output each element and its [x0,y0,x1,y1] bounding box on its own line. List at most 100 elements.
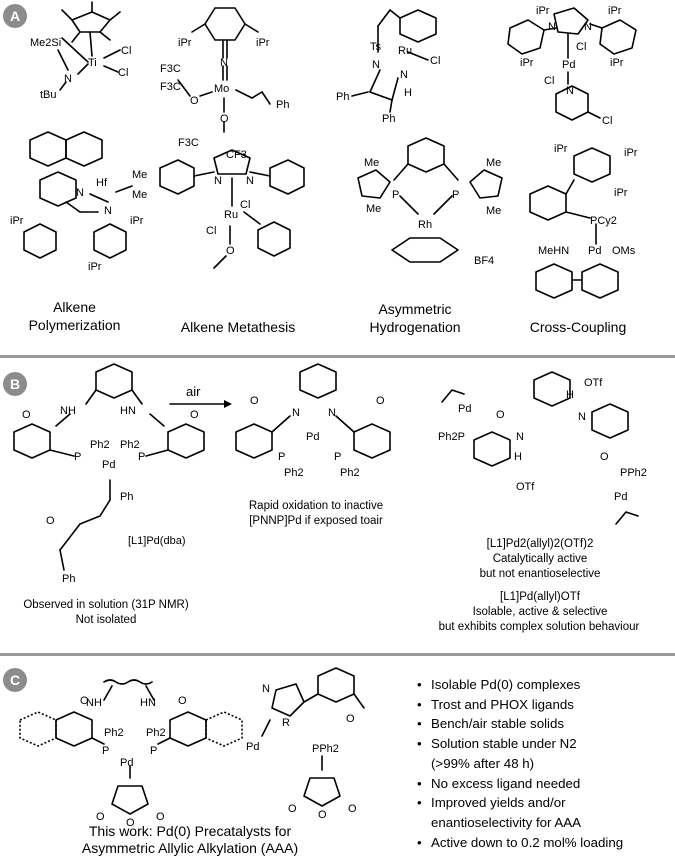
feature-item: No excess ligand needed [417,774,623,794]
hf-label-4: Me [132,189,147,201]
ru1-label-3: Ru [398,45,412,57]
ru1-label-4: Cl [430,55,440,67]
b3-label-2: Ph2P [438,431,465,443]
feature-item: Active down to 0.2 mol% loading [417,833,623,853]
mo-label-1: iPr [178,37,192,49]
rh-label-4: P [452,189,459,201]
b2-label-2: N [328,407,336,419]
allyl-caption-6: but exhibits complex solution behaviour [438,621,640,633]
trost-pd-structure [19,679,243,815]
ru2-label-6: O [226,245,235,257]
feature-item: Trost and PHOX ligands [417,695,623,715]
panel-b-badge: B [3,372,27,396]
b1-label-9: P [138,451,145,463]
dba-caption-2: Not isolated [75,614,137,626]
b3-label-4: N [516,431,524,443]
ru2-label-5: Cl [206,225,216,237]
rh-label-3: P [392,189,399,201]
panel-a-badge: A [3,4,27,28]
l1-pd-dba-structure [13,363,205,571]
pd2-label-1: iPr [554,143,568,155]
feature-item: Isolable Pd(0) complexes [417,675,623,695]
pd1-label-1: iPr [536,5,550,17]
rh-label-5: Rh [418,219,432,231]
ru2-label-4: Ru [224,209,238,221]
pd2-label-7: OMs [612,245,636,257]
ru1-label-6: H [404,87,412,99]
feature-item: Bench/air stable solids [417,714,623,734]
pd1-label-6: N [584,21,592,33]
b3-label-7: N [578,411,586,423]
ru1-label-5: N [400,69,408,81]
c2-label-8: O [348,803,357,815]
mo-label-7: O [190,95,199,107]
pd-buchwald-structure [529,147,619,299]
this-work-caption-2: Asymmetric Allylic Alkylation (AAA) [81,840,299,856]
feature-item: Solution stable under N2 [417,734,623,754]
air-arrow [169,400,232,408]
b3-label-3: O [496,409,505,421]
b1-label-1: NH [60,405,76,417]
pd2-label-5: MeHN [538,245,569,257]
b3-label-1: Pd [458,403,471,415]
b2-label-7: Ph2 [284,467,304,479]
b2-label-9: Ph2 [340,467,360,479]
hf-label-1: N [76,187,84,199]
caption-polymerization: Alkene Polymerization [28,299,121,333]
panel-c-badge: C [3,668,27,692]
b1-label-11: O [46,515,55,527]
caption-hydrogenation: Asymmetric Hydrogenation [369,301,461,335]
b2-label-4: O [376,395,385,407]
b1-label-4: O [190,409,199,421]
pnnp-caption-2: [PNNP]Pd if exposed toair [249,515,383,527]
c2-label-4: PPh2 [312,743,339,755]
this-work-caption-1: This work: Pd(0) Precatalysts for [88,823,292,839]
ti-label-1: Me2Si [30,37,61,49]
dba-caption-1: Observed in solution (31P NMR) [23,599,189,611]
pd2-label-6: Pd [588,245,601,257]
c1-label-9: P [150,745,157,757]
air-label: air [186,384,201,399]
b3-label-11: PPh2 [620,467,647,479]
c1-label-3: HN [140,697,156,709]
rh-label-1: Me [364,157,379,169]
rh-label-8: BF4 [474,255,494,267]
rh-duphos-structure [357,137,503,263]
rh-label-2: Me [366,203,381,215]
caption-cross-coupling: Cross-Coupling [529,319,627,335]
mo-label-3: N [220,57,228,69]
hf-catalyst-structure [23,131,133,259]
pd1-label-9: Cl [544,75,554,87]
ru1-label-2: N [372,59,380,71]
pd-peppsi-structure [507,7,637,121]
rh-label-6: Me [486,157,501,169]
c1-label-8: Ph2 [146,727,166,739]
feature-item-continuation: (>99% after 48 h) [431,755,535,771]
mo-label-2: iPr [256,37,270,49]
allyl-caption-2: Catalytically active [492,553,588,565]
c2-label-2: R [282,717,290,729]
ti-label-6: tBu [40,89,57,101]
dba-complex-label: [L1]Pd(dba) [128,535,185,547]
pd1-label-5: N [548,21,556,33]
feature-item-continuation: enantioselectivity for AAA [431,814,582,830]
pd2-label-3: iPr [614,187,628,199]
b1-label-3: O [22,409,31,421]
c1-label-1: O [80,695,89,707]
allyl-caption-1: [L1]Pd2(allyl)2(OTf)2 [486,538,594,550]
b3-label-9: OTf [584,377,603,389]
b1-label-5: P [74,451,81,463]
hf-label-7: iPr [130,215,144,227]
b1-label-10: Ph [120,491,133,503]
ti-catalyst-structure [57,1,121,91]
pnnp-pd-structure [235,363,391,459]
hf-label-6: iPr [10,215,24,227]
divider-bc [0,653,675,656]
ru1-label-7: Ph [336,91,349,103]
mo-label-5: F3C [160,63,181,75]
l1-pd2-allyl-structure [441,371,639,525]
mo-label-9: F3C [178,137,199,149]
b1-label-2: HN [120,405,136,417]
pd1-label-8: Pd [562,59,575,71]
b3-label-10: O [600,451,609,463]
